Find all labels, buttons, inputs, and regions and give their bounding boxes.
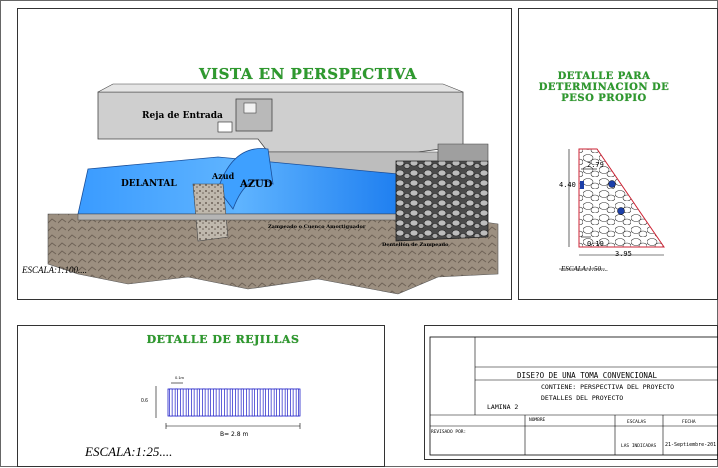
tb-contains-1: CONTIENE: PERSPECTIVA DEL PROYECTO bbox=[541, 383, 675, 391]
grate-bar bbox=[229, 388, 233, 417]
grate-bar bbox=[207, 388, 211, 417]
label-zampeado: Zampeado o Cuenco Amortiguador bbox=[268, 224, 366, 230]
weight-detail-title: DETALLE PARA DETERMINACION DE PESO PROPI… bbox=[519, 71, 689, 104]
grate-outline bbox=[167, 388, 301, 417]
grate-bar bbox=[251, 388, 255, 417]
title-block: DISE?O DE UNA TOMA CONVENCIONAL CONTIENE… bbox=[424, 325, 718, 460]
grate-detail-panel: DETALLE DE REJILLAS 0.1m 0.6 B= 2.8 m ES… bbox=[17, 325, 385, 467]
grate-title: DETALLE DE REJILLAS bbox=[146, 333, 300, 346]
grate-bar bbox=[174, 388, 178, 417]
dim-bottom-small: 0.19 bbox=[587, 240, 604, 248]
label-azud-small: Azud bbox=[212, 171, 235, 181]
tb-project: DISE?O DE UNA TOMA CONVENCIONAL bbox=[517, 371, 657, 380]
grate-bar bbox=[295, 388, 299, 417]
label-dentellon: Dentellón de Zampeado bbox=[382, 242, 449, 248]
grate-dim-spacing: 0.1m bbox=[175, 375, 184, 380]
grate-bar bbox=[290, 388, 294, 417]
grate-bar bbox=[262, 388, 266, 417]
perspective-scale: ESCALA:1:100.... bbox=[22, 265, 87, 275]
tb-date-label: FECHA bbox=[682, 420, 696, 425]
grate-bar bbox=[169, 388, 173, 417]
grate-bar bbox=[279, 388, 283, 417]
weight-scale: ESCALA:1:50.... bbox=[561, 265, 609, 273]
perspective-panel: VISTA EN PERSPECTIVA bbox=[17, 8, 512, 300]
grate-drawing bbox=[155, 382, 301, 429]
title-block-lines bbox=[429, 336, 718, 456]
grate-bar bbox=[218, 388, 222, 417]
tb-scales-label: ESCALAS bbox=[627, 420, 646, 425]
weight-section-drawing bbox=[559, 148, 665, 270]
perspective-drawing bbox=[47, 83, 499, 295]
grate-bar bbox=[196, 388, 200, 417]
tb-scales-value: LAS INDICADAS bbox=[621, 444, 657, 449]
dim-top: 2.79 bbox=[587, 161, 604, 169]
grate-dim-width: B= 2.8 m bbox=[220, 431, 249, 438]
grate-bar bbox=[268, 388, 272, 417]
grate-bar bbox=[180, 388, 184, 417]
tb-contains-2: DETALLES DEL PROYECTO bbox=[541, 394, 624, 402]
grate-dim-height: 0.6 bbox=[141, 398, 148, 404]
grate-bar bbox=[224, 388, 228, 417]
grate-bar bbox=[213, 388, 217, 417]
grate-bar bbox=[273, 388, 277, 417]
grate-bar bbox=[202, 388, 206, 417]
grate-bar bbox=[240, 388, 244, 417]
grate-bar bbox=[185, 388, 189, 417]
label-azud-big: AZUD bbox=[240, 179, 273, 190]
weight-title-line2: DETERMINACION DE bbox=[538, 82, 670, 93]
grate-bar bbox=[257, 388, 261, 417]
grate-bar bbox=[191, 388, 195, 417]
dim-bottom-total: 3.95 bbox=[615, 250, 632, 258]
label-delantal: DELANTAL bbox=[121, 179, 177, 189]
weight-detail-panel: DETALLE PARA DETERMINACION DE PESO PROPI… bbox=[518, 8, 718, 300]
label-reja: Reja de Entrada bbox=[142, 111, 223, 121]
grate-bar bbox=[235, 388, 239, 417]
weight-title-line1: DETALLE PARA bbox=[557, 71, 651, 82]
tb-date-value: 21-Septiembre-201 bbox=[665, 442, 717, 448]
weight-title-line3: PESO PROPIO bbox=[561, 93, 647, 104]
grate-bar bbox=[284, 388, 288, 417]
perspective-title: VISTA EN PERSPECTIVA bbox=[198, 65, 417, 83]
grate-bar bbox=[246, 388, 250, 417]
tb-reviewed-label: REVISADO POR: bbox=[431, 430, 467, 435]
tb-name-label: NOMBRE bbox=[529, 418, 546, 423]
grate-scale: ESCALA:1:25.... bbox=[85, 444, 173, 459]
tb-sheet: LAMINA 2 bbox=[487, 403, 519, 411]
dim-height: 4.40 bbox=[559, 181, 576, 189]
